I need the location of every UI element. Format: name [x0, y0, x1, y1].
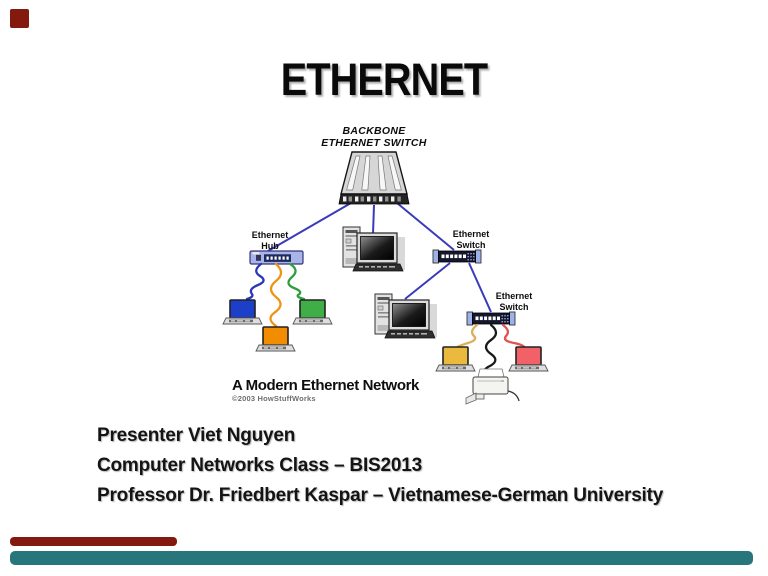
- backbone-ethernet-switch: [338, 151, 410, 205]
- accent-bar-maroon: [10, 537, 177, 546]
- switch2-label-line1: Ethernet: [496, 291, 533, 301]
- laptop-green: [292, 299, 333, 325]
- switch1-label-line2: Switch: [456, 240, 485, 250]
- link-switch1-switch2: [468, 262, 492, 313]
- accent-bar-maroon-shape: [10, 537, 177, 546]
- slide-title: ETHERNET: [280, 54, 488, 105]
- backbone-switch-label-line1: BACKBONE: [342, 125, 406, 137]
- cable-red: [501, 323, 527, 350]
- link-backbone-hub: [267, 202, 352, 252]
- accent-bar-teal-shape: [10, 551, 753, 565]
- hub-cables: [245, 262, 306, 328]
- desktop-computer-1: [342, 226, 406, 272]
- diagram-caption: A Modern Ethernet Network: [232, 377, 420, 394]
- credit-line-class: Computer Networks Class – BIS2013: [97, 455, 422, 476]
- ethernet-switch-1: [432, 249, 482, 264]
- laptop-blue: [222, 299, 263, 325]
- accent-square: [10, 9, 29, 28]
- laptop-yellow: [435, 346, 476, 372]
- ethernet-network-diagram: BACKBONE ETHERNET SWITCH: [222, 125, 549, 405]
- credit-line-presenter: Presenter Viet Nguyen: [97, 425, 296, 446]
- desktop-computer-2: [374, 293, 438, 339]
- switch1-label-line1: Ethernet: [453, 229, 490, 239]
- laptop-blue-screen: [229, 299, 256, 319]
- hub-label-line2: Hub: [261, 241, 279, 251]
- cable-blue: [245, 262, 265, 301]
- laptop-red: [508, 346, 549, 372]
- accent-bar-teal: [10, 551, 753, 565]
- laptop-yellow-screen: [442, 346, 469, 366]
- printer: [465, 368, 520, 405]
- credits-block: Presenter Viet Nguyen Computer Networks …: [97, 421, 663, 511]
- accent-square-shape: [10, 9, 29, 28]
- switch2-label-line2: Switch: [499, 302, 528, 312]
- ethernet-hub: [249, 250, 304, 265]
- hub-label-line1: Ethernet: [252, 230, 289, 240]
- link-backbone-computer: [372, 204, 375, 235]
- backbone-switch-label-line2: ETHERNET SWITCH: [321, 137, 427, 149]
- credit-line-professor: Professor Dr. Friedbert Kaspar – Vietnam…: [97, 485, 664, 506]
- cable-black: [482, 323, 498, 377]
- laptop-orange-screen: [262, 326, 289, 346]
- link-switch1-computer2: [404, 262, 451, 300]
- cable-green: [287, 262, 306, 301]
- ethernet-switch-2: [466, 311, 516, 326]
- laptop-green-screen: [299, 299, 326, 319]
- link-backbone-switch1: [396, 202, 455, 251]
- laptop-red-screen: [515, 346, 542, 366]
- cable-orange: [269, 262, 283, 328]
- network-links: [267, 202, 492, 313]
- diagram-copyright: ©2003 HowStuffWorks: [232, 394, 316, 403]
- laptop-orange: [255, 326, 296, 352]
- cable-tan: [454, 323, 479, 350]
